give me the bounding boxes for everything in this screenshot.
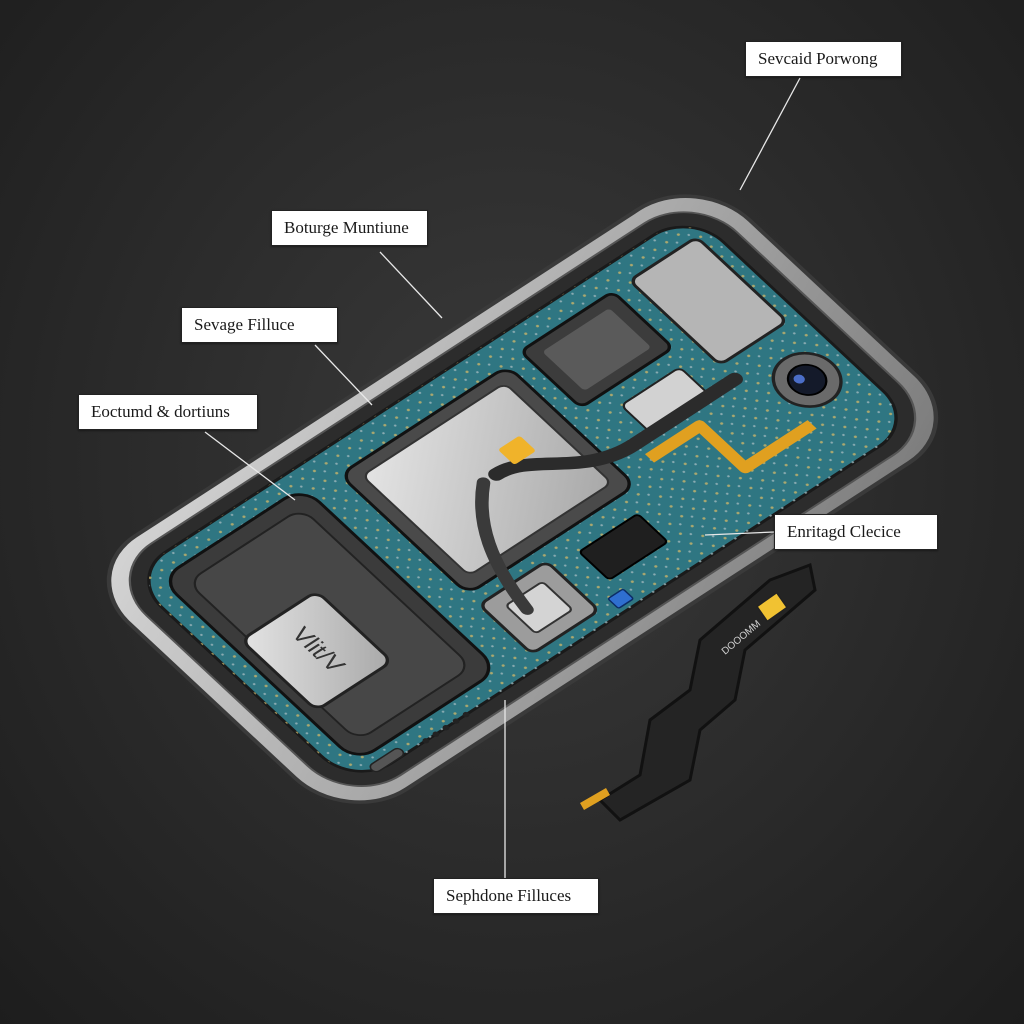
- yellow-tab: [499, 436, 535, 464]
- callout-right: Enritagd Clecice: [774, 514, 938, 550]
- bottom-chip: [244, 593, 390, 709]
- leader-top-center: [379, 251, 443, 319]
- callout-bottom: Sephdone Filluces: [433, 878, 599, 914]
- charging-port: [369, 747, 405, 773]
- leader-lines: [204, 77, 801, 878]
- leader-top-right: [739, 77, 801, 191]
- blue-component: [607, 588, 634, 609]
- shield-flex-cable: [475, 477, 534, 615]
- dark-flex-cable: [488, 372, 743, 481]
- camera-lens: [786, 363, 828, 396]
- gold-flex-cable: [644, 420, 817, 474]
- upper-module-face: [543, 309, 650, 390]
- phone-body: Vlit/V: [106, 194, 939, 804]
- camera-glint: [793, 374, 805, 384]
- leader-upper-left: [314, 344, 373, 406]
- speaker-grille: [422, 711, 470, 744]
- right-shield: [631, 238, 786, 364]
- callout-top-right: Sevcaid Porwong: [745, 41, 902, 77]
- black-chip: [579, 514, 668, 580]
- callout-top-center: Boturge Muntiune: [271, 210, 428, 246]
- leader-right: [704, 531, 775, 536]
- loose-flex-cable: DOOOMM: [580, 562, 817, 822]
- leader-left: [204, 431, 296, 501]
- callout-left: Eoctumd & dortiuns: [78, 394, 258, 430]
- callout-upper-left: Sevage Filluce: [181, 307, 338, 343]
